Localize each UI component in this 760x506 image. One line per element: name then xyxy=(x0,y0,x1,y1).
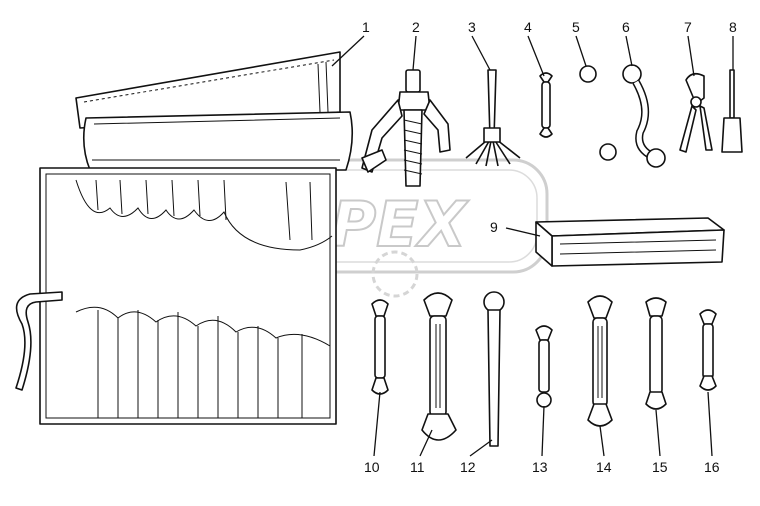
callout-16: 16 xyxy=(704,459,720,475)
tool-roll-bag xyxy=(15,51,354,425)
wrench-10 xyxy=(371,299,389,395)
callout-4: 4 xyxy=(524,19,532,35)
wooden-block xyxy=(535,217,725,267)
pliers xyxy=(679,72,713,153)
wrench-13 xyxy=(535,325,553,408)
callout-14: 14 xyxy=(596,459,612,475)
callout-1: 1 xyxy=(362,19,370,35)
screwdriver xyxy=(721,69,743,153)
callout-9: 9 xyxy=(490,219,498,235)
callout-10: 10 xyxy=(364,459,380,475)
small-wrench xyxy=(539,72,553,138)
puller-tool xyxy=(361,69,451,187)
leader-lines xyxy=(331,35,734,457)
callout-2: 2 xyxy=(412,19,420,35)
callout-5: 5 xyxy=(572,19,580,35)
feeler-gauge xyxy=(465,69,521,167)
socket-wrench-12 xyxy=(483,291,505,447)
callout-13: 13 xyxy=(532,459,548,475)
callout-6: 6 xyxy=(622,19,630,35)
callout-8: 8 xyxy=(729,19,737,35)
callout-labels: 1 2 3 4 5 6 7 8 9 10 11 12 13 14 15 16 xyxy=(362,19,737,475)
callout-11: 11 xyxy=(410,459,425,475)
s-box-wrench-6 xyxy=(622,64,666,168)
wrench-11 xyxy=(421,292,457,441)
wrench-16 xyxy=(699,309,717,391)
callout-15: 15 xyxy=(652,459,668,475)
callout-3: 3 xyxy=(468,19,476,35)
s-box-wrench-5 xyxy=(579,65,617,161)
wrench-15 xyxy=(645,297,667,410)
wrench-14 xyxy=(587,295,613,427)
callout-7: 7 xyxy=(684,19,692,35)
callout-12: 12 xyxy=(460,459,476,475)
